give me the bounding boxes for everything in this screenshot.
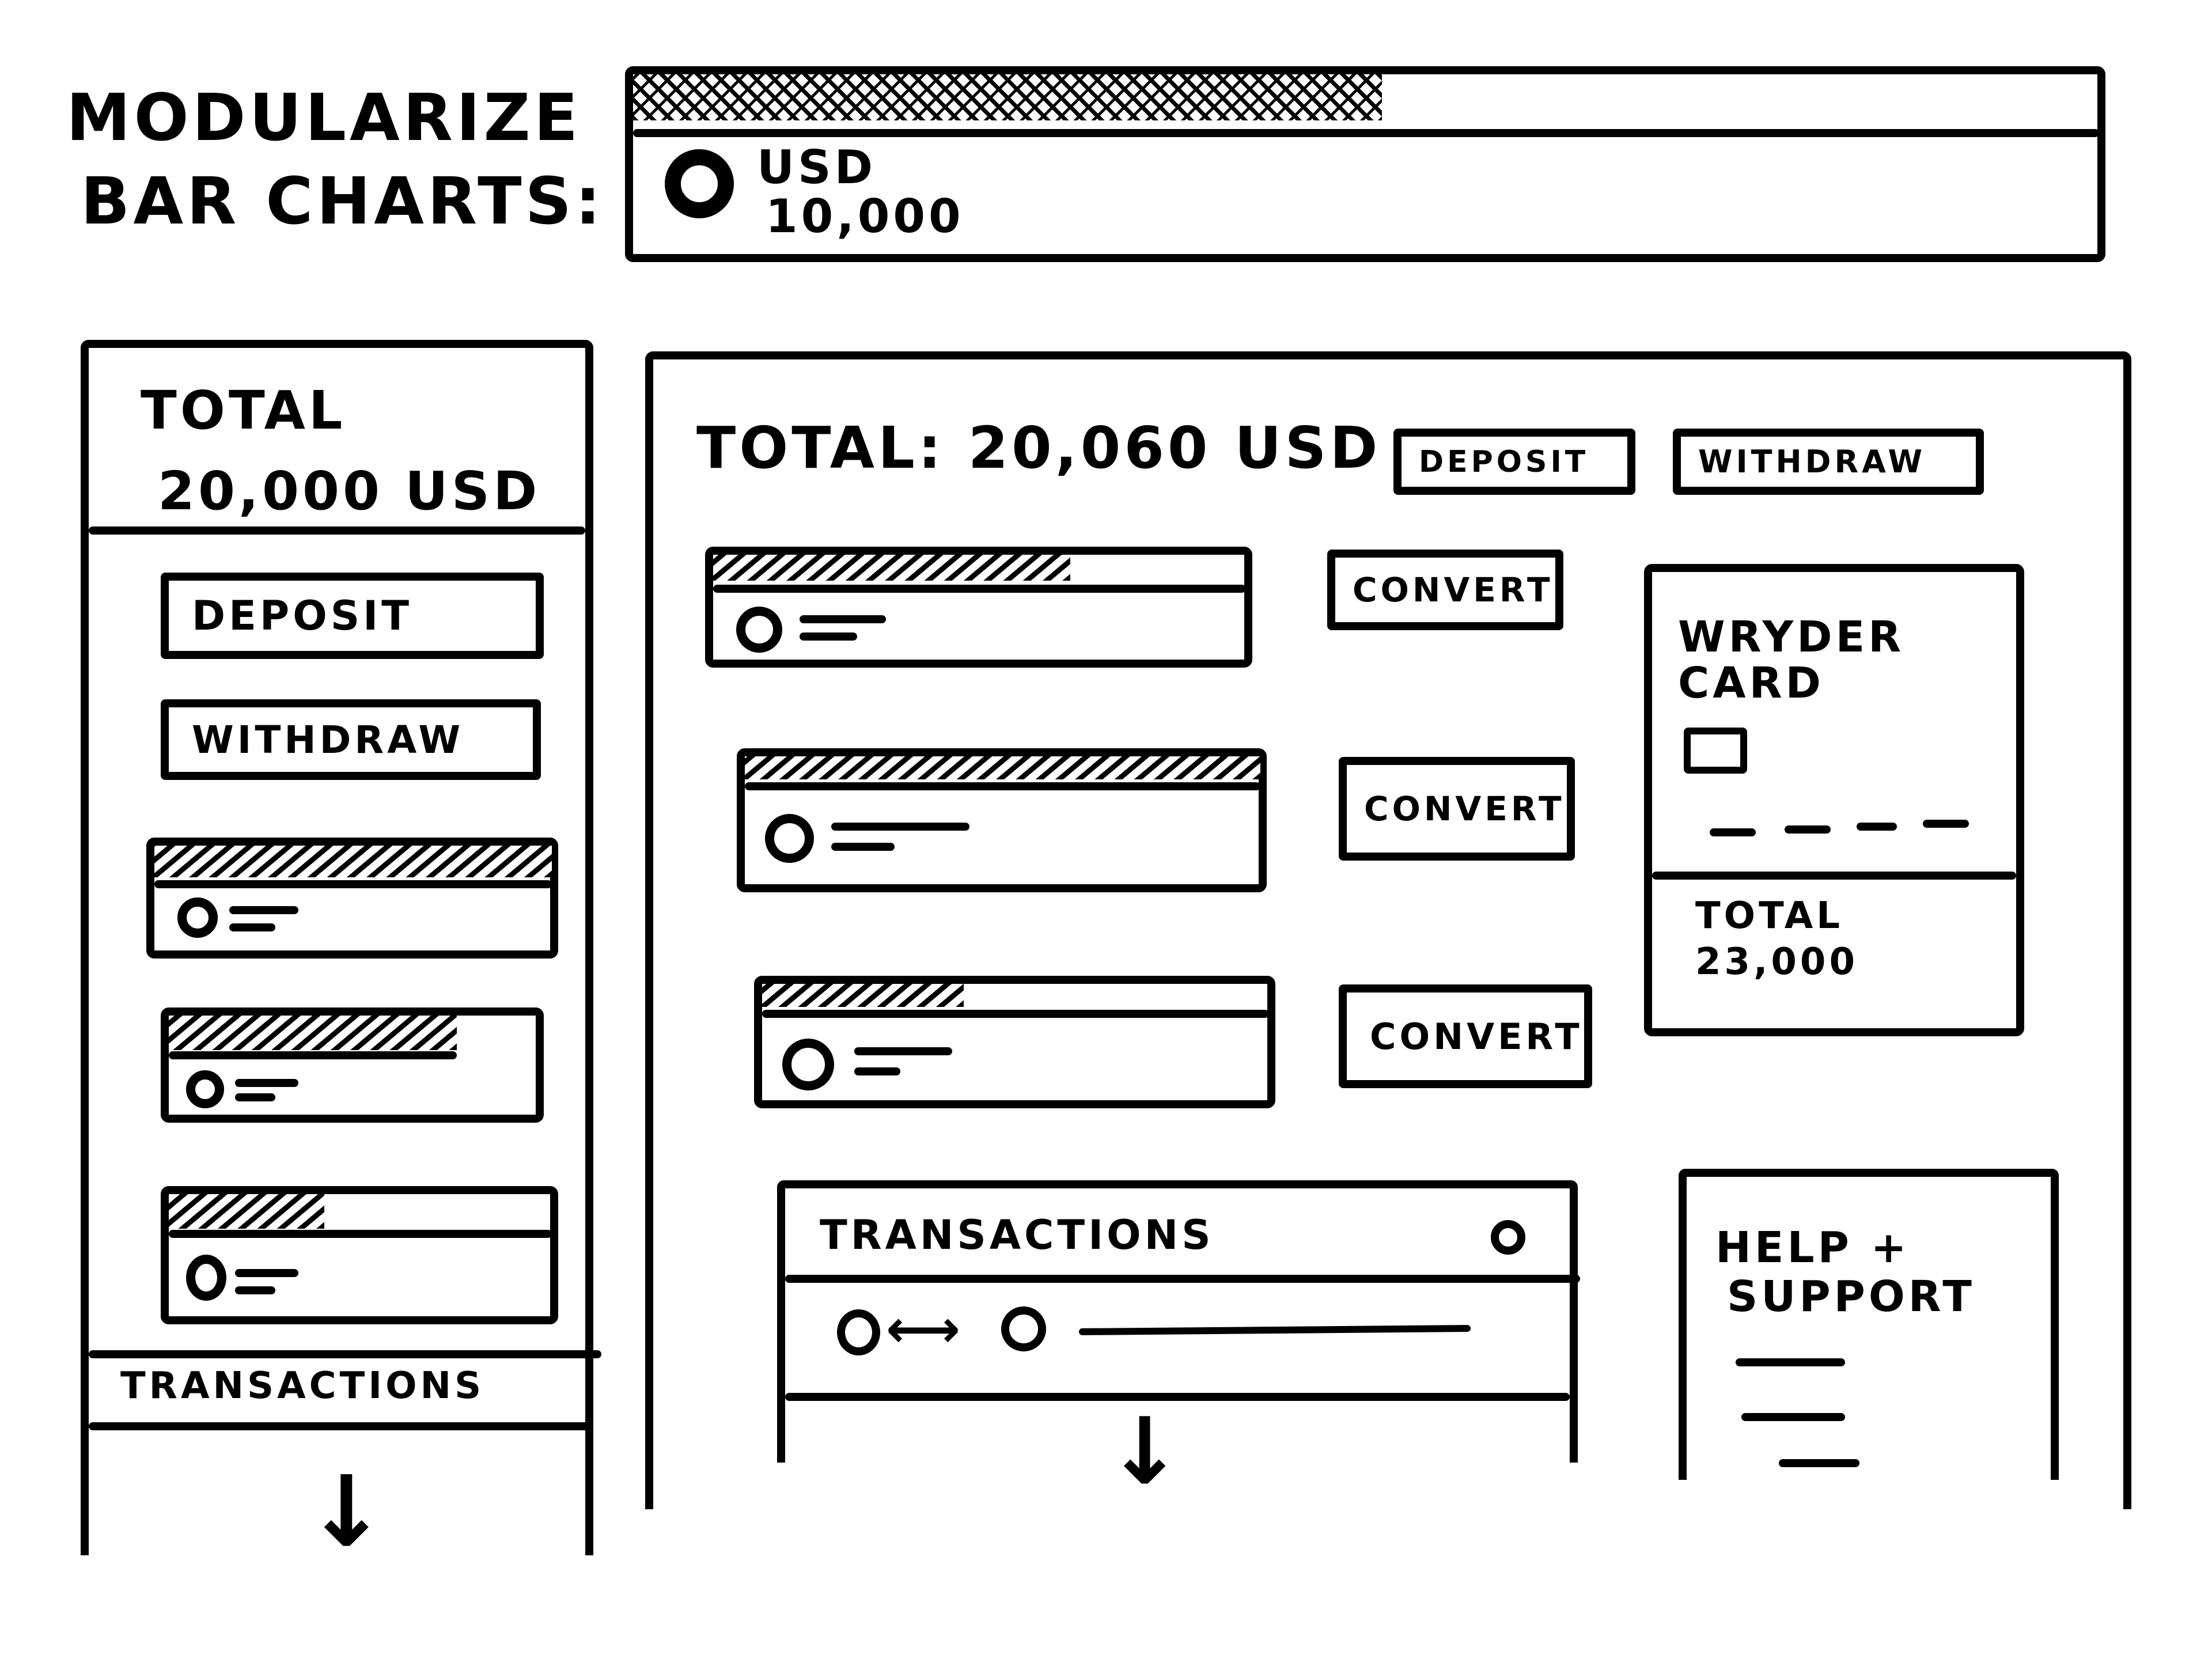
currency-code: USD	[757, 141, 876, 194]
sidebar-withdraw-button[interactable]: WITHDRAW	[161, 699, 541, 780]
sidebar-withdraw-label: WITHDRAW	[192, 717, 464, 762]
convert-button-2[interactable]: CONVERT	[1339, 757, 1575, 861]
progress-bar-fill	[169, 1016, 457, 1050]
convert-button-1[interactable]: CONVERT	[1327, 550, 1563, 630]
help-link-placeholder-3[interactable]	[1779, 1459, 1859, 1467]
currency-coin-icon	[765, 814, 814, 863]
help-title-line1: HELP +	[1715, 1223, 1910, 1272]
currency-amount-placeholder	[854, 1067, 900, 1075]
progress-bar-fill	[713, 555, 1070, 581]
progress-bar-fill	[745, 756, 1260, 779]
card-number-placeholder-3	[1857, 823, 1897, 831]
wryder-card-total-value: 23,000	[1695, 941, 1858, 983]
currency-amount: 10,000	[766, 190, 964, 243]
wryder-card-title-line1: WRYDER	[1678, 612, 1905, 662]
main-withdraw-label: WITHDRAW	[1698, 444, 1926, 480]
sidebar-header-divider	[89, 527, 585, 535]
currency-bar-card-large[interactable]: USD 10,000	[625, 66, 2105, 262]
currency-amount-placeholder	[235, 1093, 275, 1101]
card-number-placeholder-1	[1710, 828, 1756, 836]
sidebar-deposit-button[interactable]: DEPOSIT	[161, 573, 544, 659]
currency-coin-icon	[782, 1039, 834, 1090]
currency-coin-icon	[665, 149, 734, 218]
card-divider	[713, 585, 1246, 593]
card-chip-icon	[1684, 728, 1747, 774]
card-divider	[762, 1010, 1269, 1018]
progress-bar-fill	[633, 74, 1382, 120]
help-link-placeholder-2[interactable]	[1741, 1413, 1845, 1421]
currency-name-placeholder	[831, 823, 969, 831]
currency-coin-icon	[186, 1255, 226, 1301]
convert-label: CONVERT	[1370, 1015, 1583, 1058]
card-number-placeholder-2	[1785, 825, 1831, 834]
card-divider	[169, 1230, 552, 1238]
sidebar-transactions-divider-top	[89, 1350, 601, 1358]
card-divider	[633, 129, 2099, 137]
progress-bar-fill	[762, 984, 964, 1007]
currency-name-placeholder	[235, 1269, 298, 1277]
sidebar-panel: TOTAL 20,000 USD DEPOSIT WITHDRAW TRANSA…	[81, 340, 601, 1555]
to-currency-icon	[1001, 1306, 1046, 1351]
currency-coin-icon	[177, 897, 218, 938]
transaction-description-placeholder	[1078, 1325, 1471, 1335]
currency-amount-placeholder	[235, 1286, 275, 1294]
transactions-title: TRANSACTIONS	[820, 1211, 1214, 1259]
convert-label: CONVERT	[1353, 570, 1554, 609]
sidebar-currency-card-1[interactable]	[146, 838, 558, 959]
currency-coin-icon	[736, 607, 782, 653]
sidebar-transactions-divider-bottom	[89, 1422, 590, 1430]
sidebar-transactions-label[interactable]: TRANSACTIONS	[120, 1365, 485, 1407]
wryder-card-panel[interactable]: WRYDER CARD TOTAL 23,000	[1644, 564, 2024, 1036]
main-currency-card-1[interactable]	[705, 547, 1252, 668]
sketch-title-line1: MODULARIZE	[66, 81, 582, 156]
currency-name-placeholder	[800, 615, 886, 623]
swap-arrow-icon: ⟷	[886, 1299, 961, 1359]
search-icon[interactable]	[1491, 1220, 1525, 1255]
currency-name-placeholder	[235, 1079, 298, 1087]
convert-button-3[interactable]: CONVERT	[1339, 984, 1592, 1088]
main-currency-card-2[interactable]	[737, 748, 1267, 892]
sidebar-currency-card-2[interactable]	[161, 1007, 544, 1123]
help-title-line2: SUPPORT	[1727, 1272, 1975, 1321]
sidebar-total-value: 20,000 USD	[158, 460, 541, 522]
sidebar-total-label: TOTAL	[141, 380, 346, 441]
card-divider	[154, 880, 552, 888]
transactions-panel: TRANSACTIONS ⟷	[777, 1180, 1580, 1463]
from-currency-icon	[837, 1309, 880, 1355]
sidebar-deposit-label: DEPOSIT	[192, 592, 412, 639]
sidebar-currency-card-3[interactable]	[161, 1186, 558, 1324]
main-deposit-label: DEPOSIT	[1419, 444, 1589, 479]
transactions-header-divider	[785, 1275, 1580, 1283]
sketch-title-line2: BAR CHARTS:	[81, 164, 604, 239]
progress-bar-fill	[154, 846, 552, 877]
card-divider	[1652, 872, 2016, 880]
card-divider	[745, 782, 1260, 790]
currency-name-placeholder	[229, 906, 298, 914]
currency-amount-placeholder	[800, 632, 857, 641]
main-currency-card-3[interactable]	[754, 976, 1275, 1108]
help-link-placeholder-1[interactable]	[1736, 1358, 1845, 1366]
main-total-text: TOTAL: 20,060 USD	[696, 414, 1381, 482]
progress-bar-fill	[169, 1194, 324, 1229]
currency-amount-placeholder	[229, 923, 275, 931]
currency-name-placeholder	[854, 1047, 952, 1055]
card-number-placeholder-4	[1923, 820, 1969, 828]
currency-coin-icon	[186, 1070, 224, 1108]
transactions-row-divider	[785, 1393, 1570, 1401]
main-panel: TOTAL: 20,060 USD DEPOSIT WITHDRAW CONVE…	[645, 351, 2131, 1509]
main-deposit-button[interactable]: DEPOSIT	[1393, 429, 1635, 495]
currency-amount-placeholder	[831, 843, 895, 851]
transactions-scroll-down-arrow-icon: ↓	[1106, 1397, 1184, 1505]
convert-label: CONVERT	[1364, 789, 1565, 828]
help-support-panel[interactable]: HELP + SUPPORT	[1679, 1169, 2059, 1480]
card-divider	[169, 1051, 457, 1059]
wryder-card-title-line2: CARD	[1678, 658, 1824, 708]
main-withdraw-button[interactable]: WITHDRAW	[1673, 429, 1984, 495]
scroll-down-arrow-icon: ↓	[305, 1455, 388, 1569]
wryder-card-total-label: TOTAL	[1695, 895, 1844, 937]
